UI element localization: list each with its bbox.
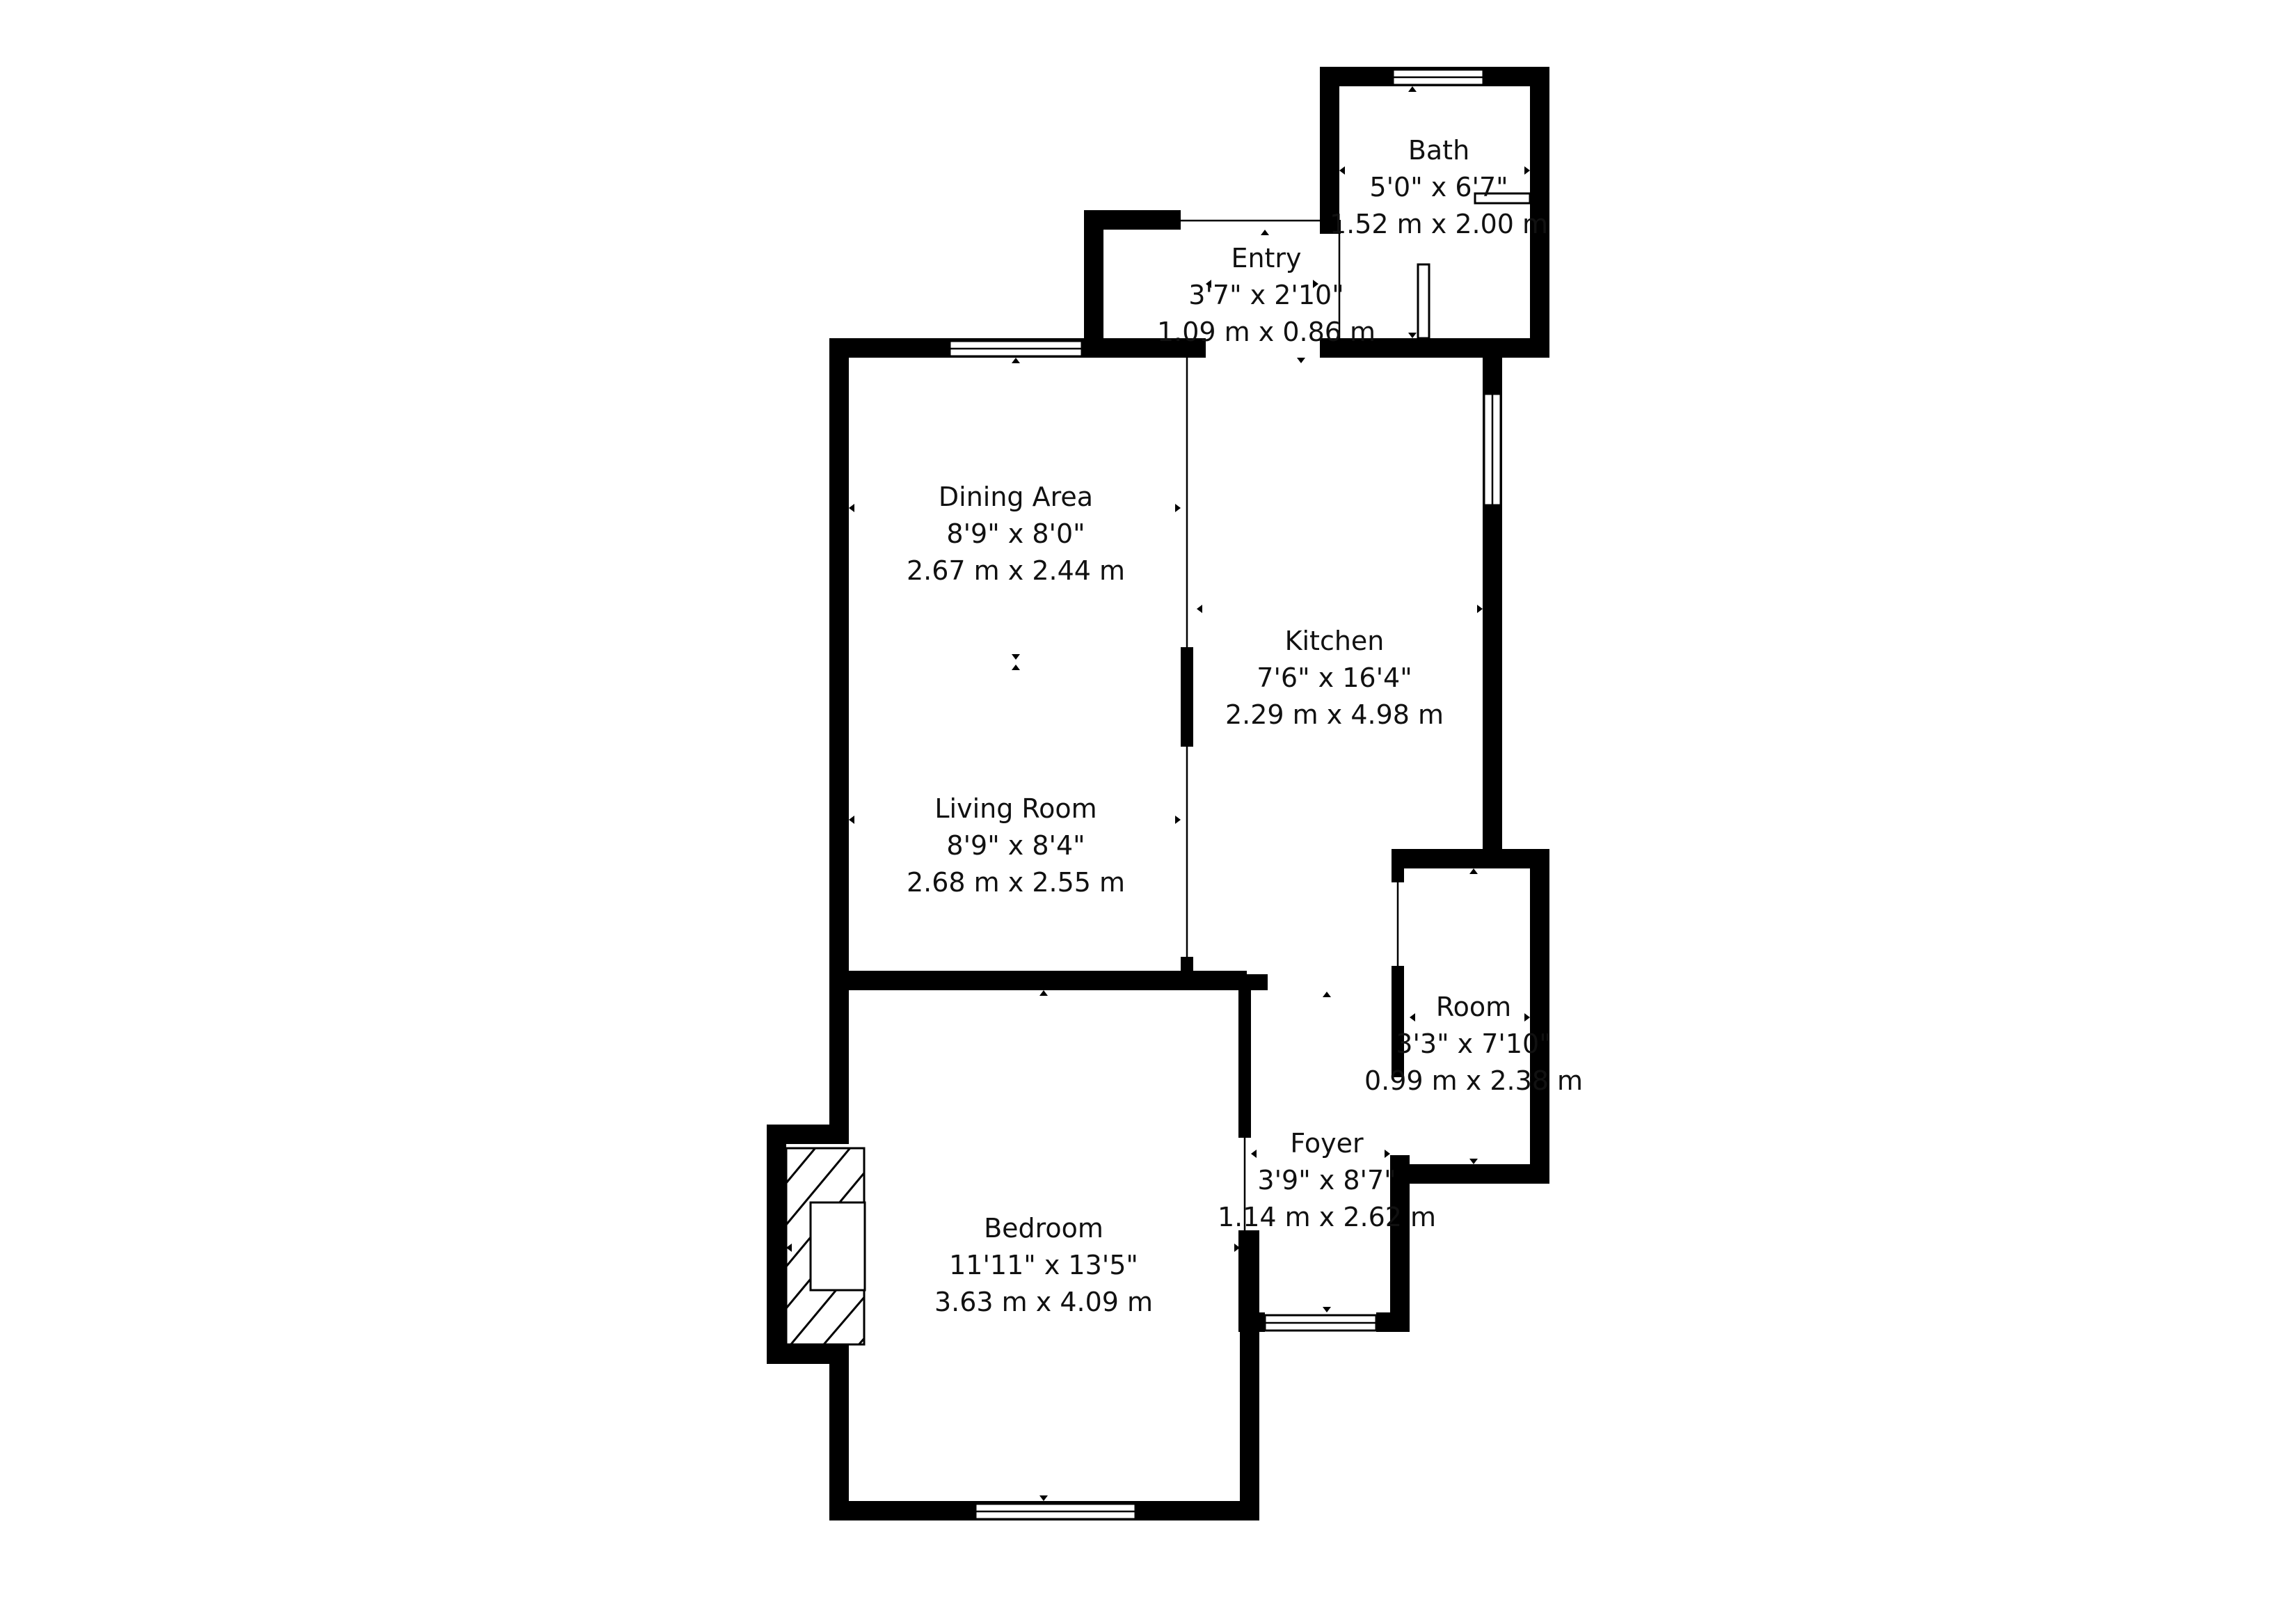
room-label-dining-area: Dining Area 8'9" x 8'0" 2.67 m x 2.44 m	[907, 482, 1125, 586]
windows	[948, 68, 1502, 1520]
wall-room-right	[1530, 849, 1549, 1184]
room-name: Foyer	[1290, 1128, 1364, 1159]
wall-entry-top-left	[1084, 210, 1181, 230]
room-name: Room	[1436, 992, 1511, 1022]
room-label-kitchen: Kitchen 7'6" x 16'4" 2.29 m x 4.98 m	[1225, 626, 1444, 730]
wall-entry-top-right	[1320, 220, 1341, 234]
room-imperial: 3'3" x 7'10"	[1396, 1029, 1551, 1059]
room-metric: 1.52 m x 2.00 m	[1330, 209, 1548, 239]
wall-bath-bottom	[1320, 338, 1549, 358]
wall-foyer-right	[1390, 1155, 1410, 1332]
wall-bath-right	[1530, 67, 1549, 358]
wall-fireplace-left	[767, 1125, 786, 1364]
room-label-living-room: Living Room 8'9" x 8'4" 2.68 m x 2.55 m	[907, 793, 1125, 898]
room-name: Living Room	[934, 793, 1097, 824]
opening-foyer-bedroom	[1237, 1138, 1261, 1230]
room-imperial: 11'11" x 13'5"	[949, 1250, 1138, 1280]
wall-living-bottom	[829, 971, 1247, 990]
room-imperial: 3'7" x 2'10"	[1188, 280, 1344, 310]
room-metric: 2.29 m x 4.98 m	[1225, 699, 1444, 730]
room-label-room: Room 3'3" x 7'10" 0.99 m x 2.38 m	[1364, 992, 1583, 1096]
wall-fireplace-bottom	[767, 1344, 849, 1364]
opening-kitchen-foyer	[1268, 973, 1390, 992]
room-imperial: 7'6" x 16'4"	[1257, 662, 1412, 693]
wall-bath-left	[1320, 67, 1339, 234]
wall-bedroom-right-upper	[1240, 974, 1251, 1141]
wall-entry-bottom-left	[1084, 338, 1206, 358]
room-label-entry: Entry 3'7" x 2'10" 1.09 m x 0.86 m	[1157, 243, 1376, 347]
room-imperial: 8'9" x 8'0"	[946, 518, 1085, 549]
room-metric: 0.99 m x 2.38 m	[1364, 1065, 1583, 1096]
room-metric: 1.09 m x 0.86 m	[1157, 317, 1376, 347]
bath-towel-bar	[1474, 192, 1531, 205]
wall-kitchen-bottom	[1181, 974, 1268, 990]
partitions	[1181, 219, 1399, 1230]
room-name: Bedroom	[984, 1213, 1103, 1244]
room-label-bedroom: Bedroom 11'11" x 13'5" 3.63 m x 4.09 m	[934, 1213, 1153, 1317]
wall-bedroom-left-lower	[829, 1350, 849, 1520]
openings	[1181, 209, 1405, 1230]
room-name: Kitchen	[1285, 626, 1385, 656]
wall-room-left-upper	[1392, 849, 1404, 882]
room-name: Bath	[1408, 135, 1469, 166]
room-name: Entry	[1231, 243, 1301, 273]
room-name: Dining Area	[939, 482, 1093, 512]
wall-room-top	[1392, 849, 1549, 868]
room-label-bath: Bath 5'0" x 6'7" 1.52 m x 2.00 m	[1330, 135, 1548, 239]
room-metric: 1.14 m x 2.62 m	[1218, 1202, 1436, 1232]
room-metric: 2.67 m x 2.44 m	[907, 555, 1125, 586]
wall-bedroom-right	[1240, 1230, 1259, 1520]
room-metric: 2.68 m x 2.55 m	[907, 867, 1125, 898]
wall-bedroom-left-upper	[829, 971, 849, 1141]
room-imperial: 8'9" x 8'4"	[946, 830, 1085, 861]
room-imperial: 3'9" x 8'7"	[1257, 1165, 1396, 1196]
wall-room-bottom	[1392, 1164, 1549, 1184]
fireplace-icon	[785, 1147, 866, 1346]
fixtures	[1417, 192, 1531, 340]
room-imperial: 5'0" x 6'7"	[1369, 172, 1508, 203]
wall-room-left-lower	[1392, 966, 1404, 1077]
room-metric: 3.63 m x 4.09 m	[934, 1287, 1153, 1317]
walls	[767, 67, 1549, 1520]
wall-entry-left	[1084, 210, 1103, 358]
bath-shower-rail	[1417, 263, 1430, 340]
dimension-ticks	[786, 86, 1530, 1501]
opening-entry-kitchen	[1206, 337, 1318, 359]
wall-foyer-bottom-right	[1376, 1312, 1410, 1332]
room-label-foyer: Foyer 3'9" x 8'7" 1.14 m x 2.62 m	[1218, 1128, 1436, 1232]
wall-dining-kitchen-partial	[1181, 647, 1193, 747]
